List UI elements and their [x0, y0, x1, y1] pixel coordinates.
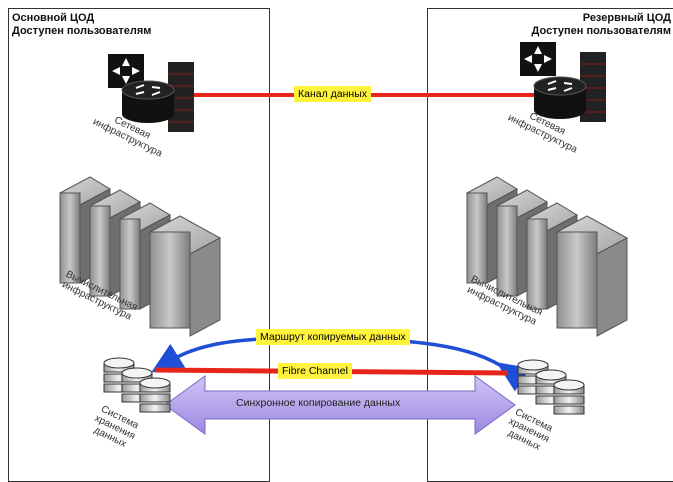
backup-router-firewall-icon	[520, 42, 606, 122]
backup-disk-stack-icon	[517, 359, 585, 415]
backup-site-title-line1: Резервный ЦОД	[582, 12, 671, 24]
backup-site-title-line2: Доступен пользователям	[531, 25, 671, 37]
sync-copy-arrow	[164, 375, 516, 435]
primary-server-rack-icon	[58, 176, 222, 337]
primary-disk-stack-icon	[103, 357, 171, 413]
primary-site-title-line1: Основной ЦОД	[12, 12, 95, 24]
backup-server-rack-icon	[465, 176, 629, 337]
replication-path-label: Маршрут копируемых данных	[256, 329, 410, 345]
primary-router-firewall-icon	[108, 54, 194, 132]
data-channel-label: Канал данных	[294, 86, 371, 102]
primary-site-title-line2: Доступен пользователям	[12, 25, 152, 37]
backup-site-title: Резервный ЦОД Доступен пользователям	[532, 12, 671, 38]
primary-site-title: Основной ЦОД Доступен пользователям	[12, 12, 151, 38]
sync-copy-label: Синхронное копирование данных	[236, 397, 401, 409]
fibre-channel-label: Fibre Channel	[278, 363, 352, 379]
